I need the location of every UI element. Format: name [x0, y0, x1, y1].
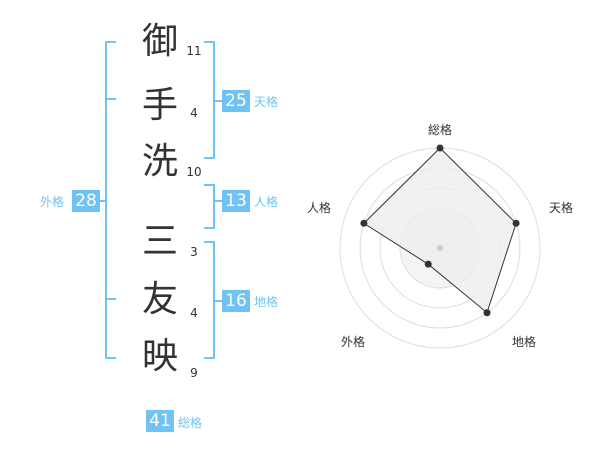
stroke-count-2: 4: [190, 106, 198, 120]
jinkaku-value-badge: 13: [222, 190, 250, 212]
radar-point-5: [360, 219, 368, 227]
radar-point-3: [483, 309, 491, 317]
name-char-2: 手: [141, 85, 178, 126]
stroke-count-5: 4: [190, 306, 198, 320]
radar-point-2: [512, 219, 520, 227]
radar-point-1: [436, 144, 444, 152]
radar-data-polygon: [363, 147, 517, 314]
name-char-1: 御: [141, 21, 178, 62]
gaikaku-label: 外格: [40, 195, 65, 209]
radar-point-4: [424, 260, 432, 268]
gaikaku-value-badge: 28: [72, 190, 100, 212]
tenkaku-value-badge: 25: [222, 90, 250, 112]
jinkaku-label: 人格: [254, 195, 279, 209]
tenkaku-label: 天格: [254, 95, 279, 109]
soukaku-label: 総格: [178, 416, 203, 430]
name-char-5: 友: [141, 279, 178, 320]
radar-label-tenkaku: 天格: [549, 201, 574, 215]
name-char-6: 映: [141, 336, 178, 377]
stroke-count-3: 10: [186, 165, 202, 179]
name-char-4: 三: [141, 221, 178, 262]
stroke-count-1: 11: [186, 44, 202, 58]
radar-label-chikaku: 地格: [512, 335, 537, 349]
radar-label-gaikaku: 外格: [341, 335, 366, 349]
soukaku-value-badge: 41: [146, 410, 174, 432]
radar-label-soukaku: 総格: [428, 123, 453, 137]
chikaku-label: 地格: [254, 295, 279, 309]
radar-center-dot: [437, 245, 443, 251]
jinkaku-bracket: [204, 184, 215, 229]
chikaku-value-badge: 16: [222, 290, 250, 312]
stroke-count-4: 3: [190, 245, 198, 259]
stroke-count-6: 9: [190, 366, 198, 380]
name-char-3: 洗: [141, 141, 178, 182]
radar-label-jinkaku: 人格: [307, 201, 332, 215]
